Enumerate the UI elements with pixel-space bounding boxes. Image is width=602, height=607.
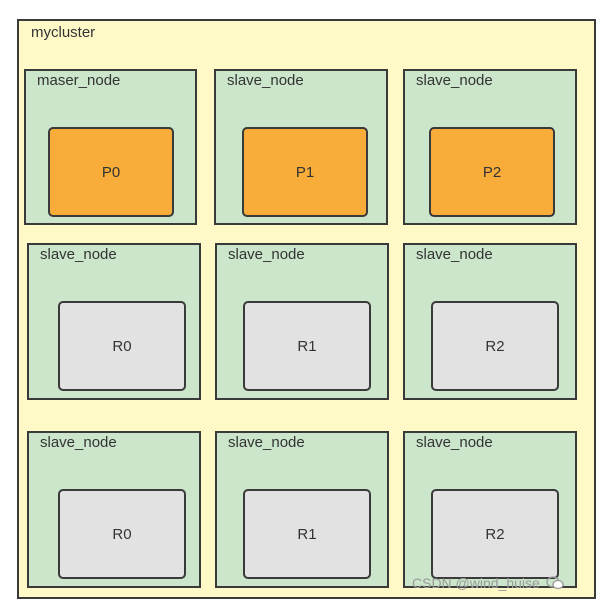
- shard-r0: R0: [58, 301, 186, 391]
- node-slave-r1-2: slave_node R1: [215, 431, 389, 588]
- node-label: slave_node: [416, 246, 493, 263]
- node-label: maser_node: [37, 72, 121, 89]
- node-slave-p1: slave_node P1: [214, 69, 388, 225]
- shard-r2-2: R2: [431, 489, 559, 579]
- cluster-label: mycluster: [31, 24, 96, 41]
- node-label: slave_node: [416, 72, 493, 89]
- node-label: slave_node: [40, 246, 117, 263]
- shard-r2: R2: [431, 301, 559, 391]
- shard-r1-2: R1: [243, 489, 371, 579]
- node-slave-r2: slave_node R2: [403, 243, 577, 400]
- shard-r1: R1: [243, 301, 371, 391]
- shard-p0: P0: [48, 127, 174, 217]
- node-master-p0: maser_node P0: [24, 69, 197, 225]
- node-slave-r0-2: slave_node R0: [27, 431, 201, 588]
- node-label: slave_node: [228, 434, 305, 451]
- node-slave-r0: slave_node R0: [27, 243, 201, 400]
- node-label: slave_node: [40, 434, 117, 451]
- node-label: slave_node: [227, 72, 304, 89]
- wechat-icon: [546, 576, 564, 590]
- shard-p1: P1: [242, 127, 368, 217]
- node-slave-r2-2: slave_node R2: [403, 431, 577, 588]
- node-slave-p2: slave_node P2: [403, 69, 577, 225]
- shard-p2: P2: [429, 127, 555, 217]
- shard-r0-2: R0: [58, 489, 186, 579]
- node-label: slave_node: [228, 246, 305, 263]
- watermark: CSDN @wind_huise: [412, 575, 564, 591]
- node-label: slave_node: [416, 434, 493, 451]
- node-slave-r1: slave_node R1: [215, 243, 389, 400]
- watermark-text: CSDN @wind_huise: [412, 575, 540, 591]
